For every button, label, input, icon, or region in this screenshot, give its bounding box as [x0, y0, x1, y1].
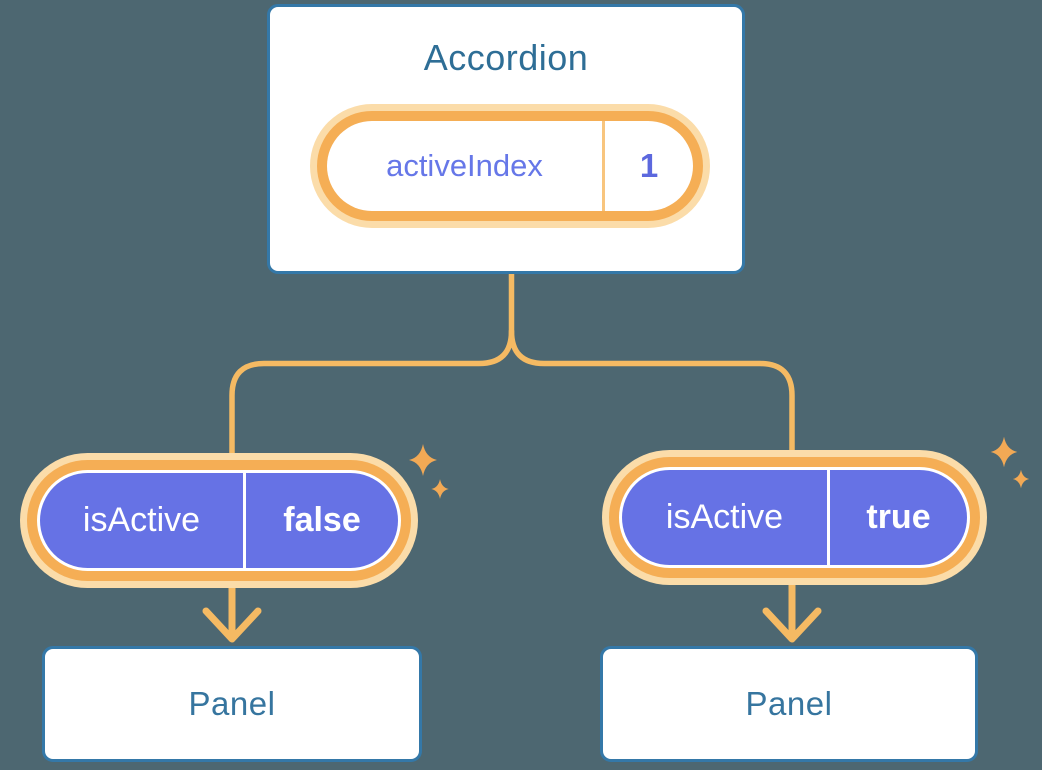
prop-value: false — [283, 501, 361, 539]
sparkle-icon — [409, 444, 437, 476]
accordion-card: Accordion activeIndex 1 — [267, 4, 745, 274]
state-pill-core: activeIndex 1 — [327, 121, 693, 211]
prop-value: true — [866, 498, 931, 536]
state-value: 1 — [639, 147, 659, 184]
arrow-down-icon — [762, 581, 822, 643]
panel-card: Panel — [42, 646, 422, 762]
prop-pill-core: isActive true — [622, 470, 967, 565]
prop-pill: isActive false — [20, 453, 418, 588]
arrow-down-icon — [202, 583, 262, 643]
prop-pill-ring: isActive false — [27, 460, 411, 581]
connector-lines — [229, 270, 795, 459]
sparkle-icon — [990, 436, 1018, 468]
state-divider — [602, 121, 605, 211]
panel-label: Panel — [188, 685, 276, 722]
prop-pill: isActive true — [602, 450, 987, 585]
sparkle-icon — [1012, 469, 1030, 489]
state-pill-ring: activeIndex 1 — [317, 111, 703, 221]
prop-divider — [243, 473, 246, 568]
prop-name: isActive — [82, 501, 201, 539]
prop-name: isActive — [665, 498, 784, 536]
accordion-title: Accordion — [423, 37, 589, 78]
panel-label: Panel — [745, 685, 833, 722]
prop-pill-ring: isActive true — [609, 457, 980, 578]
prop-pill-outline: isActive true — [619, 467, 970, 568]
prop-pill-outline: isActive false — [37, 470, 401, 571]
state-name: activeIndex — [386, 148, 543, 183]
sparkle-icon — [431, 479, 449, 499]
prop-pill-core: isActive false — [40, 473, 398, 568]
prop-divider — [827, 470, 830, 565]
panel-card: Panel — [600, 646, 978, 762]
state-pill: activeIndex 1 — [310, 104, 710, 228]
